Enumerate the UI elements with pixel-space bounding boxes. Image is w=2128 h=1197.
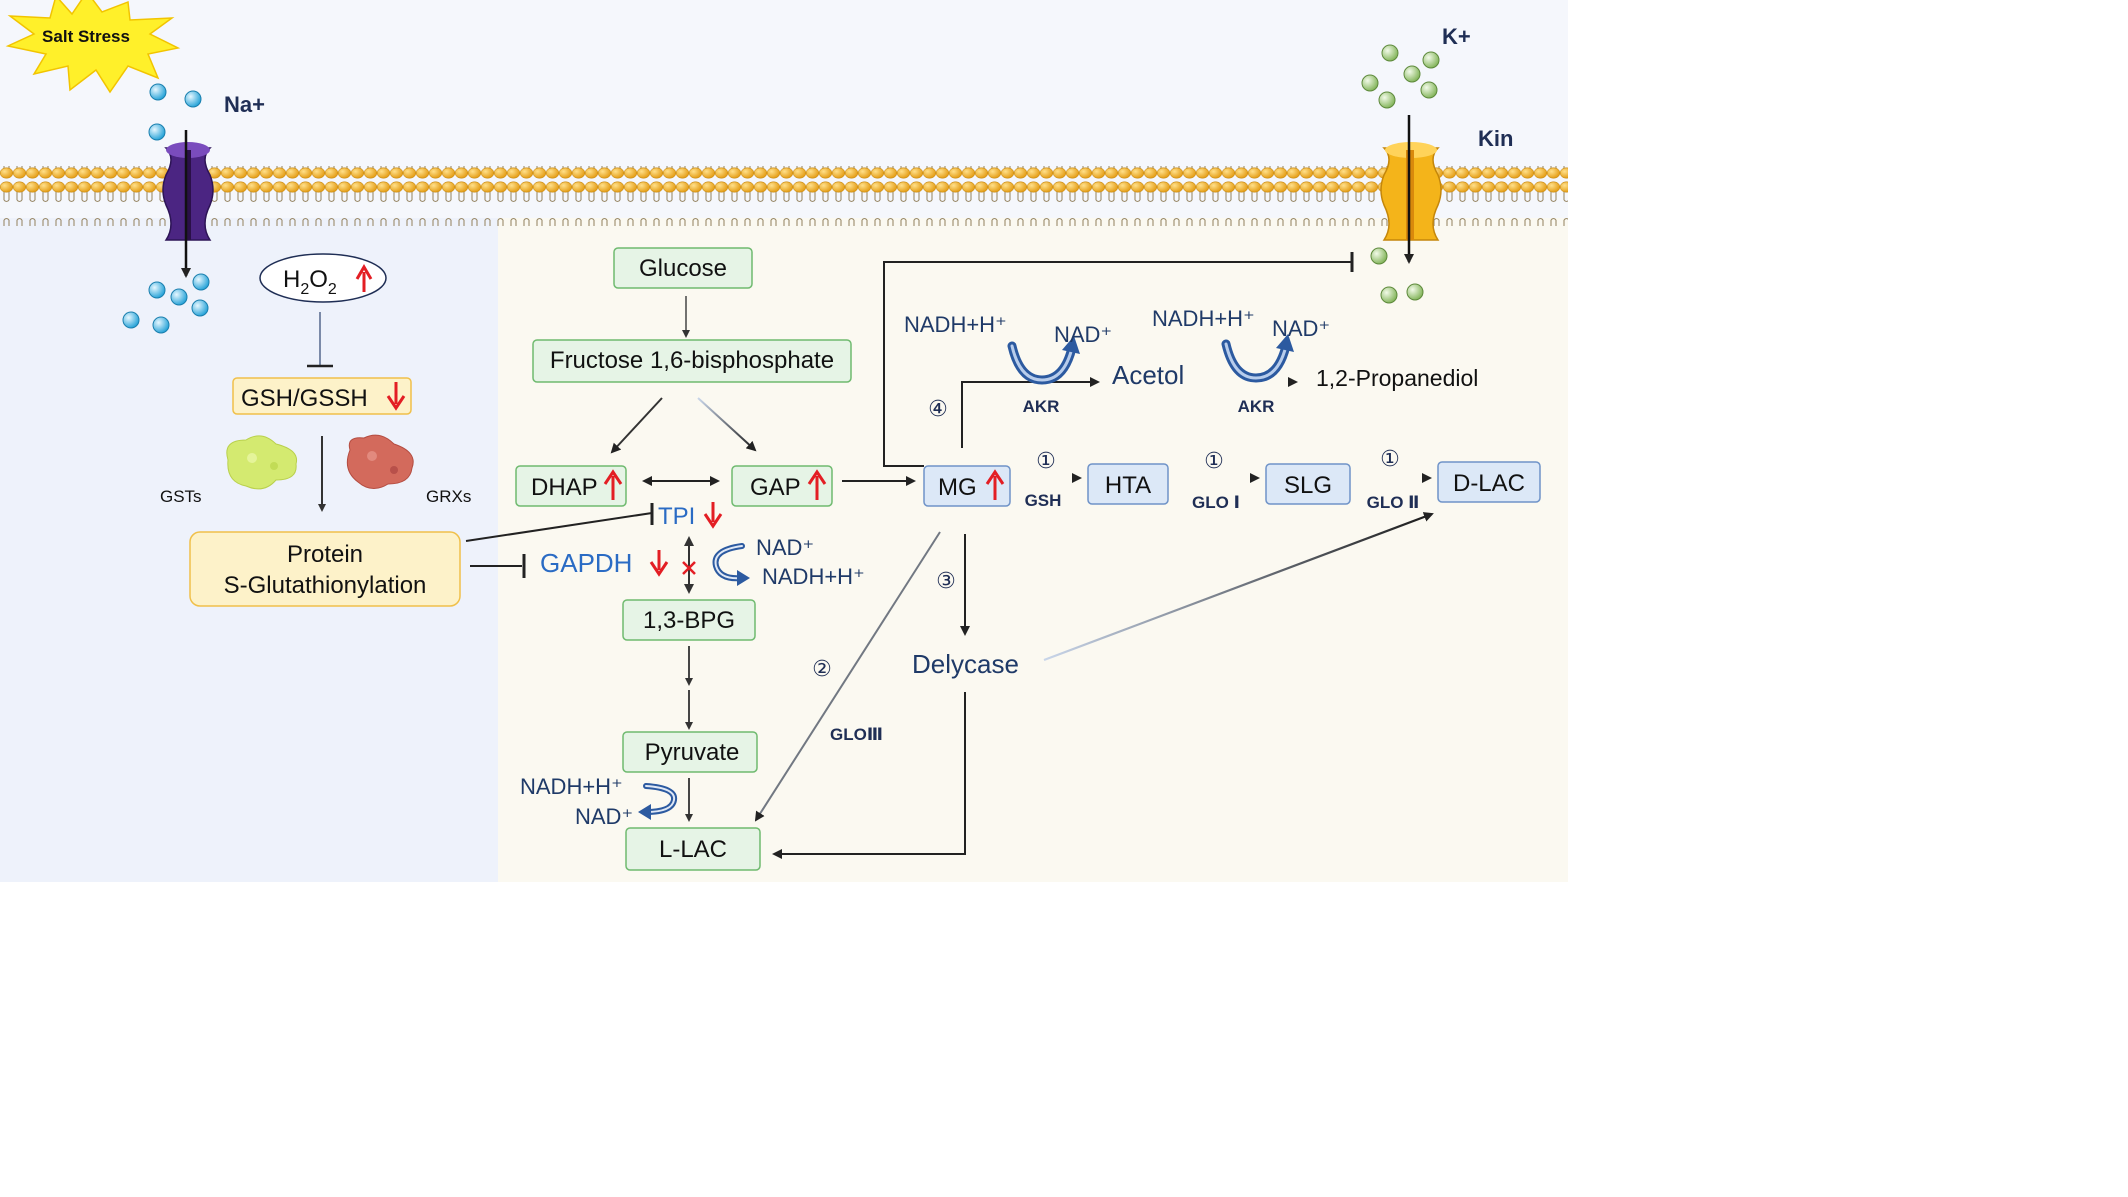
gapdh-down-arrow <box>649 550 669 577</box>
route4-marker: ④ <box>928 396 948 421</box>
na-ions-outside <box>148 83 202 141</box>
grx-protein-blob <box>346 434 414 489</box>
salt-stress-burst: Salt Stress <box>5 0 181 94</box>
dlac-label: D-LAC <box>1453 470 1525 497</box>
dlac-node: D-LAC <box>1437 461 1541 503</box>
akr1-nad-label: NAD⁺ <box>1054 322 1112 347</box>
tpi-label: TPI <box>658 503 695 530</box>
glutathionylation-line2: S-Glutathionylation <box>224 572 427 599</box>
slg-label: SLG <box>1284 472 1332 499</box>
gapdh-nadh-label: NADH+H⁺ <box>762 564 865 589</box>
dhap-label: DHAP <box>531 474 598 501</box>
akr1-cofactor-arc <box>1007 336 1080 385</box>
k-channel <box>1380 142 1442 241</box>
bpg-node: 1,3-BPG <box>622 599 756 641</box>
dhap-up-arrow <box>603 469 623 500</box>
mg-to-llac-glo3-arrow <box>754 531 941 822</box>
k-label: K+ <box>1442 24 1471 49</box>
glo1-label: GLO Ⅰ <box>1192 493 1240 512</box>
akr2-nadh-label: NADH+H⁺ <box>1152 306 1255 331</box>
inhibit-tpi-line <box>465 512 653 542</box>
gsts-label: GSTs <box>160 487 202 506</box>
h2o2-sub2: 2 <box>328 281 337 298</box>
k-ions-inside <box>1370 247 1424 304</box>
salt-stress-label: Salt Stress <box>42 27 130 46</box>
mg-node: MG <box>923 465 1011 507</box>
gsh-enzyme-label: GSH <box>1025 491 1062 510</box>
llac-label: L-LAC <box>659 836 727 863</box>
gap-node: GAP <box>731 465 833 507</box>
k-ions-outside <box>1361 44 1440 109</box>
na-ions-inside <box>122 273 210 334</box>
acetol-label: Acetol <box>1112 360 1184 390</box>
fbp-to-gap-arrow <box>697 397 757 452</box>
slg-node: SLG <box>1265 463 1351 505</box>
pyruvate-node: Pyruvate <box>622 731 758 773</box>
grxs-label: GRXs <box>426 487 471 506</box>
fbp-to-dhap-arrow <box>610 397 663 454</box>
route2-marker: ② <box>812 656 832 681</box>
hta-label: HTA <box>1105 472 1151 499</box>
gsh-down-arrow <box>386 382 406 411</box>
ldh-nad-label: NAD⁺ <box>575 804 633 829</box>
h2o2-h: H <box>283 266 300 293</box>
route1a-marker: ① <box>1036 448 1056 473</box>
route1b-marker: ① <box>1204 448 1224 473</box>
route3-marker: ③ <box>936 568 956 593</box>
gsh-ratio-node: GSH/GSSH <box>232 377 412 415</box>
h2o2-o: O <box>309 266 328 293</box>
pyruvate-label: Pyruvate <box>645 739 740 766</box>
glutathionylation-node: Protein S-Glutathionylation <box>189 531 461 607</box>
glutathionylation-line1: Protein <box>287 541 363 568</box>
mg-label: MG <box>938 474 977 501</box>
svg-text:H2O2: H2O2 <box>283 266 337 298</box>
delycase-label: Delycase <box>912 649 1019 679</box>
route1c-marker: ① <box>1380 446 1400 471</box>
pathway-diagram: Salt Stress Na+ K+ Kin <box>0 0 1568 882</box>
dhap-node: DHAP <box>515 465 627 507</box>
delycase-to-llac-arrow <box>772 692 966 859</box>
gapdh-nad-label: NAD⁺ <box>756 535 814 560</box>
ldh-nadh-label: NADH+H⁺ <box>520 774 623 799</box>
glucose-node: Glucose <box>613 247 753 289</box>
diagram-canvas: Salt Stress Na+ K+ Kin <box>0 0 1568 882</box>
kin-label: Kin <box>1478 126 1513 151</box>
mg-inhibits-kin-line <box>883 261 1352 467</box>
llac-node: L-LAC <box>625 827 761 871</box>
delycase-to-dlac-arrow <box>1043 512 1434 662</box>
na-label: Na+ <box>224 92 265 117</box>
dhap-gap-interconversion <box>642 476 720 486</box>
gap-up-arrow <box>807 469 827 500</box>
h2o2-up-arrow <box>355 264 373 292</box>
akr2-cofactor-arc <box>1221 334 1294 383</box>
bpg-label: 1,3-BPG <box>643 607 735 634</box>
blocked-x-mark <box>682 561 696 575</box>
gapdh-label: GAPDH <box>540 548 632 578</box>
gap-to-bpg-blocked <box>682 536 696 594</box>
akr2-label: AKR <box>1238 397 1275 416</box>
akr2-nad-label: NAD⁺ <box>1272 316 1330 341</box>
ldh-cofactor-cycle <box>638 783 678 820</box>
glo2-label: GLO Ⅱ <box>1367 493 1420 512</box>
akr1-nadh-label: NADH+H⁺ <box>904 312 1007 337</box>
glucose-label: Glucose <box>639 255 727 282</box>
h2o2-sub1: 2 <box>300 281 309 298</box>
glo3-label: GLOⅢ <box>830 725 883 744</box>
propanediol-label: 1,2-Propanediol <box>1316 365 1478 391</box>
na-channel <box>162 142 214 241</box>
tpi-down-arrow <box>703 502 723 529</box>
gst-protein-blob <box>226 435 298 490</box>
fbp-label: Fructose 1,6-bisphosphate <box>550 347 834 374</box>
h2o2-node: H2O2 <box>259 253 387 303</box>
fbp-node: Fructose 1,6-bisphosphate <box>532 339 852 383</box>
akr1-label: AKR <box>1023 397 1060 416</box>
mg-up-arrow <box>985 469 1005 500</box>
hta-node: HTA <box>1087 463 1169 505</box>
gap-label: GAP <box>750 474 801 501</box>
gsh-ratio-label: GSH/GSSH <box>241 385 368 412</box>
gapdh-cofactor-cycle <box>712 543 750 586</box>
cell-membrane <box>0 166 1568 226</box>
